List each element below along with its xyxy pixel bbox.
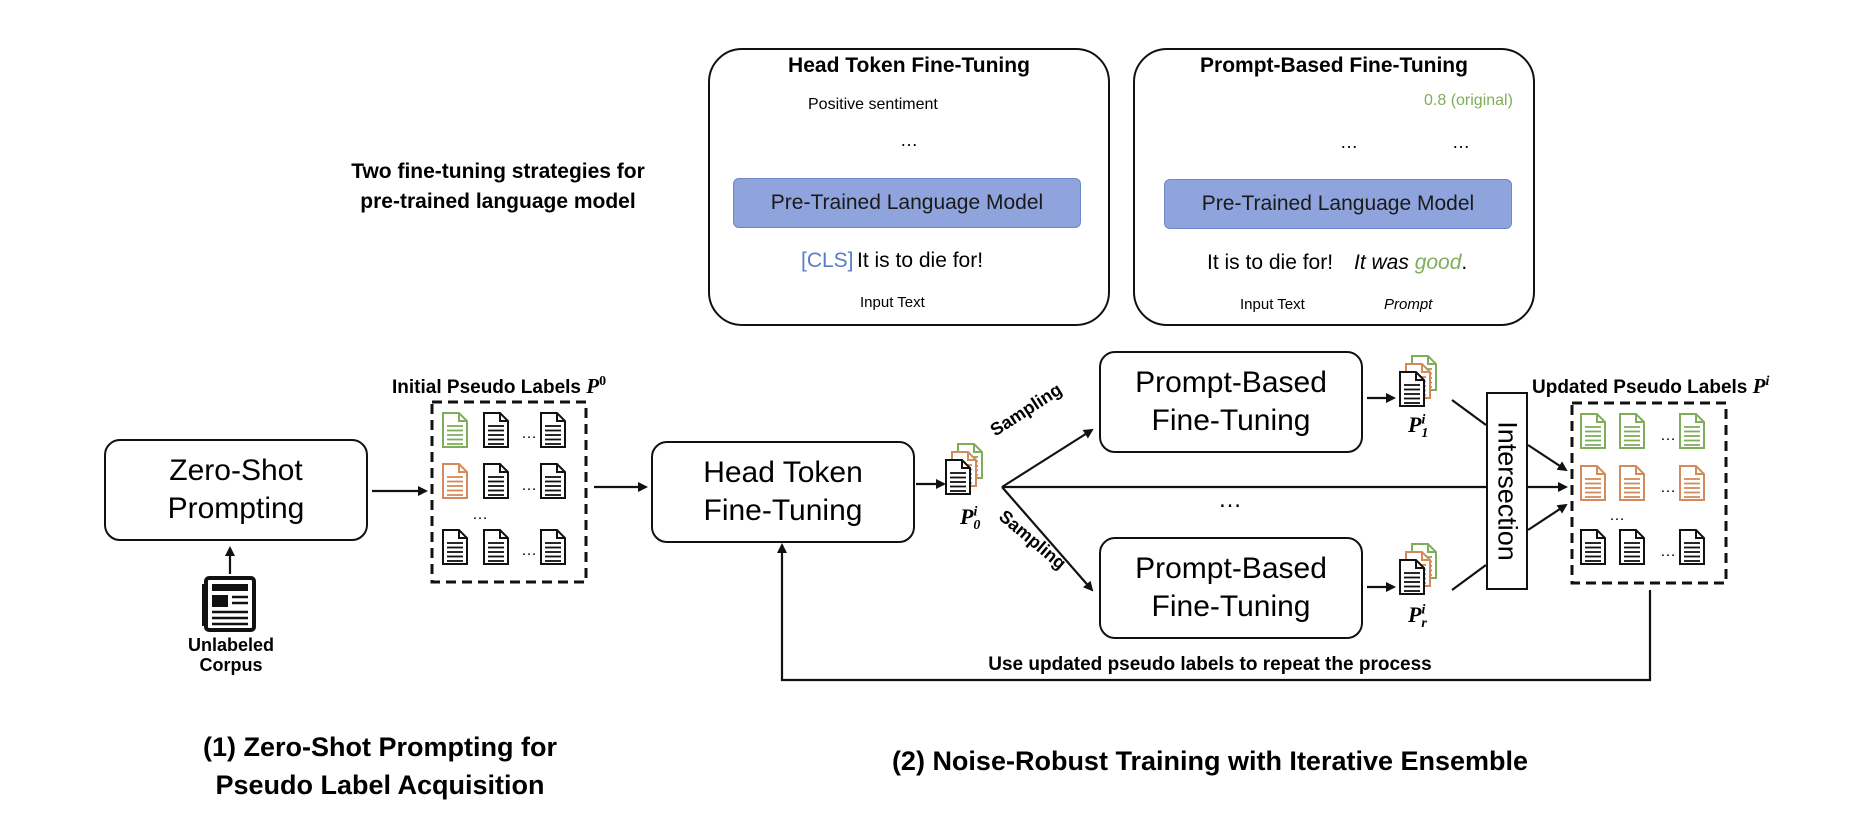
pr-label: Pir: [1408, 602, 1427, 632]
prompt-panel-model: Pre-Trained Language Model: [1164, 179, 1512, 229]
p1-document-stack-icon: [1399, 355, 1437, 407]
intersection-label: Intersection: [1492, 421, 1523, 561]
stage1-arrows: [225, 482, 648, 574]
unlabeled-corpus-line1: Unlabeled: [187, 635, 275, 655]
prompt-suffix: .: [1461, 251, 1468, 274]
head-panel-model: Pre-Trained Language Model: [733, 178, 1081, 228]
head-panel-dots: …: [900, 130, 918, 150]
stage2-arrows: [777, 393, 1652, 682]
updated-label-doc-row1: [1580, 413, 1705, 449]
zero-shot-prompting-box: Zero-Shot Prompting: [104, 439, 368, 541]
head-panel-output-label: Positive sentiment: [808, 96, 938, 113]
prompt-based-box-bottom: Prompt-Based Fine-Tuning: [1099, 537, 1363, 639]
updated-grid-dots-row1: …: [1660, 427, 1676, 444]
unlabeled-corpus-line2: Corpus: [199, 655, 263, 675]
strategies-caption: Two fine-tuning strategies for pre-train…: [318, 157, 678, 217]
updated-label-doc-row2: [1580, 465, 1705, 501]
initial-labels-title-text: Initial Pseudo Labels: [392, 377, 581, 398]
prompt-panel-dots-right: …: [1452, 132, 1470, 152]
updated-labels-symbol: Pi: [1752, 374, 1770, 398]
head-token-fine-tuning-box: Head Token Fine-Tuning: [651, 441, 915, 543]
prompt-panel-input-caption: Input Text: [1240, 296, 1305, 313]
stage1-caption: (1) Zero-Shot Prompting for Pseudo Label…: [120, 728, 640, 804]
prompt-panel-prompt-caption: Prompt: [1384, 296, 1433, 313]
initial-grid-dots-row1: …: [521, 425, 537, 442]
initial-labels-symbol: P0: [586, 374, 607, 398]
prompt-prefix: It was: [1354, 251, 1409, 274]
initial-grid-dots-col: …: [472, 506, 488, 523]
stage1-caption-line2: Pseudo Label Acquisition: [215, 770, 545, 800]
prompt-based-box-top: Prompt-Based Fine-Tuning: [1099, 351, 1363, 453]
initial-label-doc-row2: [442, 463, 566, 499]
pr-document-stack-icon: [1399, 543, 1437, 595]
prompt-panel-input-sentence: It is to die for!: [1207, 251, 1334, 274]
updated-labels-title-text: Updated Pseudo Labels: [1532, 377, 1748, 398]
prompt-word: good: [1414, 251, 1462, 274]
unlabeled-corpus-label: Unlabeled Corpus: [166, 635, 296, 675]
prompt-panel-dots-left: …: [1340, 132, 1358, 152]
p0-label: Pi0: [960, 504, 981, 534]
strategies-caption-line2: pre-trained language model: [360, 190, 636, 213]
head-panel-input-sentence: It is to die for!: [857, 249, 984, 272]
loop-label: Use updated pseudo labels to repeat the …: [988, 654, 1432, 675]
p1-label: Pi1: [1408, 412, 1429, 442]
updated-grid-dots-row3: …: [1660, 543, 1676, 560]
p0-document-stack-icon: [945, 443, 983, 495]
initial-labels-title: Initial Pseudo Labels P0: [392, 374, 606, 399]
initial-label-doc-row1: [442, 412, 566, 448]
head-panel-cls-token: [CLS]: [801, 249, 854, 272]
updated-grid-dots-col: …: [1609, 507, 1625, 524]
initial-labels-grid: [430, 400, 588, 584]
stage2-caption: (2) Noise-Robust Training with Iterative…: [891, 746, 1529, 776]
initial-grid-dots-row2: …: [521, 477, 537, 494]
updated-labels-title: Updated Pseudo Labels Pi: [1532, 374, 1769, 399]
initial-label-doc-row3: [442, 529, 566, 565]
middle-ellipsis: …: [1218, 486, 1242, 513]
newspaper-icon: [202, 576, 256, 632]
updated-label-doc-row3: [1580, 529, 1705, 565]
head-panel-title: Head Token Fine-Tuning: [788, 54, 1030, 77]
initial-grid-dots-row3: …: [521, 542, 537, 559]
updated-grid-dots-row2: …: [1660, 479, 1676, 496]
strategies-caption-line1: Two fine-tuning strategies for: [351, 160, 645, 183]
stage1-caption-line1: (1) Zero-Shot Prompting for: [203, 732, 557, 762]
updated-labels-grid: [1570, 401, 1728, 585]
prompt-panel-title: Prompt-Based Fine-Tuning: [1200, 54, 1468, 77]
prompt-panel-output-label: 0.8 (original): [1424, 92, 1513, 109]
head-panel-input-caption: Input Text: [860, 294, 925, 311]
prompt-panel-prompt-text: It was good.: [1354, 251, 1467, 275]
intersection-box: [1486, 392, 1528, 590]
